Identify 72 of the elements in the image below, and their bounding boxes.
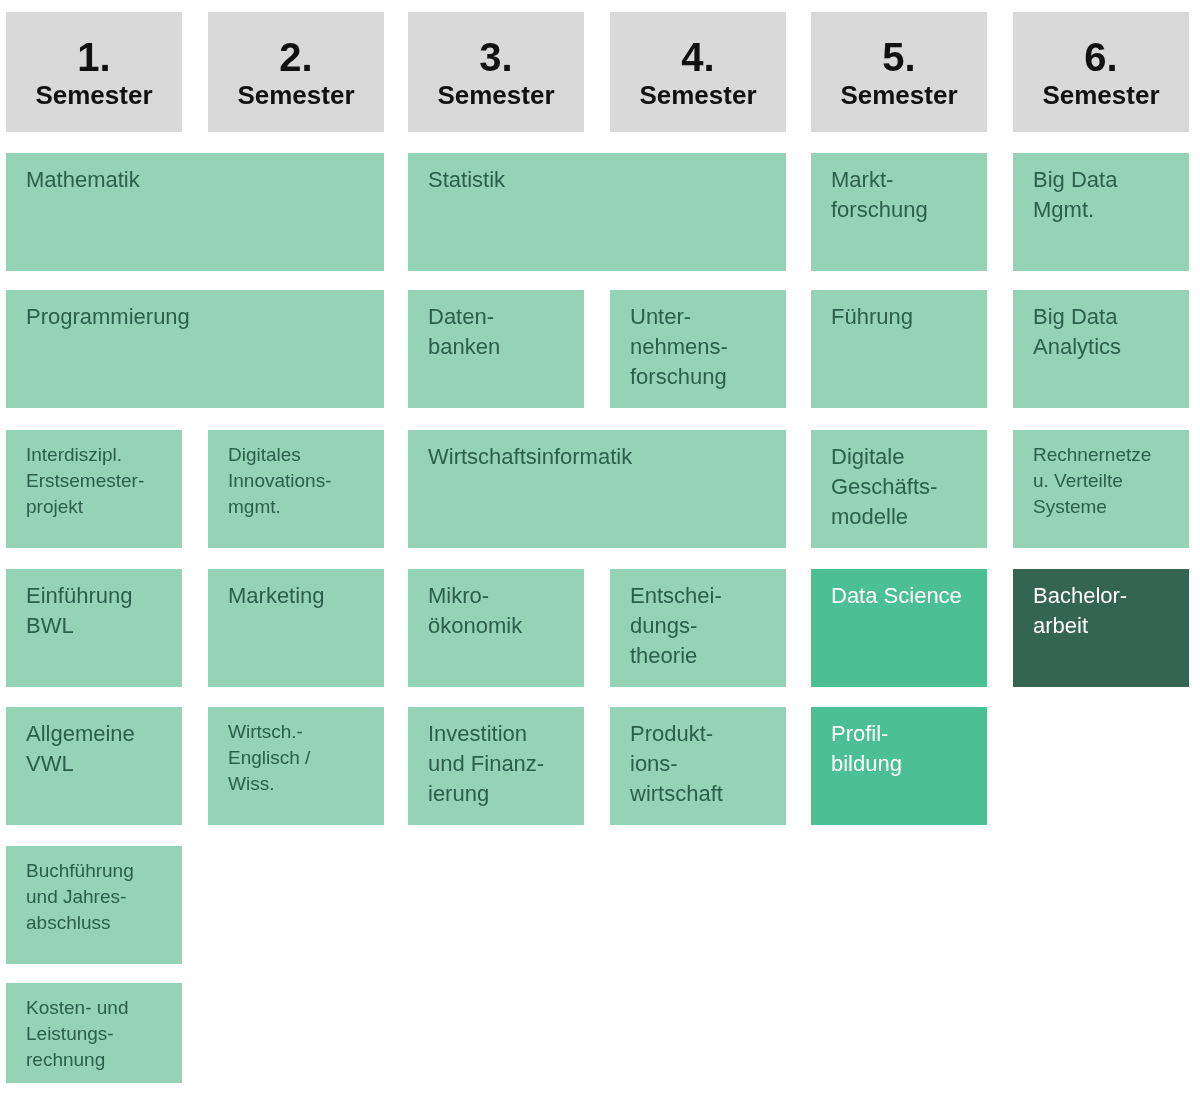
module-box (408, 707, 584, 825)
module-box (1013, 153, 1189, 271)
semester-label: Semester (237, 80, 355, 110)
module-name: Kosten- und Leistungs- rechnung (26, 996, 130, 1072)
module-box (6, 707, 182, 825)
semester-number: 4. (681, 34, 715, 80)
module-name: Data Science (831, 582, 963, 610)
module-name: Einführung BWL (26, 582, 134, 640)
module-box (6, 846, 182, 964)
module-name: Statistik (428, 166, 507, 194)
module-box (6, 430, 182, 548)
module-box (811, 707, 987, 825)
module-name: Mikro- ökonomik (428, 582, 524, 640)
module-name: Daten- banken (428, 303, 502, 361)
module-name: Entschei- dungs- theorie (630, 582, 723, 670)
semester-header (6, 12, 182, 132)
semester-number: 6. (1084, 34, 1118, 80)
module-box (408, 290, 584, 408)
semester-header (811, 12, 987, 132)
semester-number: 1. (77, 34, 111, 80)
module-box (811, 569, 987, 687)
module-name: Big Data Analytics (1033, 303, 1123, 361)
module-name: Bachelor- arbeit (1033, 582, 1129, 640)
semester-label: Semester (639, 80, 757, 110)
module-box (6, 983, 182, 1083)
module-name: Programmierung (26, 303, 191, 331)
module-name: Mathematik (26, 166, 141, 194)
module-box (408, 569, 584, 687)
module-name: Unter- nehmens- forschung (630, 303, 729, 391)
module-box (610, 569, 786, 687)
module-box (811, 430, 987, 548)
semester-label: Semester (840, 80, 958, 110)
module-name: Big Data Mgmt. (1033, 166, 1119, 224)
module-box (1013, 430, 1189, 548)
semester-number: 2. (279, 34, 313, 80)
module-name: Profil- bildung (831, 720, 903, 778)
module-name: Markt- forschung (831, 166, 929, 224)
module-box (811, 290, 987, 408)
module-box (6, 290, 384, 408)
module-box (408, 430, 786, 548)
module-name: Interdiszipl. Erstsemester- projekt (26, 443, 146, 519)
module-name: Rechnernetze u. Verteilte Systeme (1033, 443, 1153, 519)
module-name: Digitales Innovations- mgmt. (228, 443, 333, 519)
module-box (6, 153, 384, 271)
semester-number: 5. (882, 34, 916, 80)
module-name: Produkt- ions- wirtschaft (630, 720, 724, 808)
semester-label: Semester (1042, 80, 1160, 110)
module-name: Digitale Geschäfts- modelle (831, 443, 939, 531)
module-name: Wirtsch.- Englisch / Wiss. (228, 720, 312, 796)
module-box (811, 153, 987, 271)
semester-header (1013, 12, 1189, 132)
module-box (610, 290, 786, 408)
module-box (610, 707, 786, 825)
module-name: Investition und Finanz- ierung (428, 720, 546, 808)
module-name: Führung (831, 303, 914, 331)
semester-label: Semester (35, 80, 153, 110)
semester-number: 3. (479, 34, 513, 80)
module-name: Marketing (228, 582, 326, 610)
module-box (208, 430, 384, 548)
semester-header (610, 12, 786, 132)
semester-header (408, 12, 584, 132)
module-box (208, 569, 384, 687)
semester-label: Semester (437, 80, 555, 110)
module-box (1013, 569, 1189, 687)
module-box (6, 569, 182, 687)
module-box (1013, 290, 1189, 408)
module-box (208, 707, 384, 825)
module-box (408, 153, 786, 271)
module-name: Buchführung und Jahres- abschluss (26, 859, 135, 935)
module-name: Wirtschaftsinformatik (428, 443, 634, 471)
module-name: Allgemeine VWL (26, 720, 136, 778)
semester-header (208, 12, 384, 132)
